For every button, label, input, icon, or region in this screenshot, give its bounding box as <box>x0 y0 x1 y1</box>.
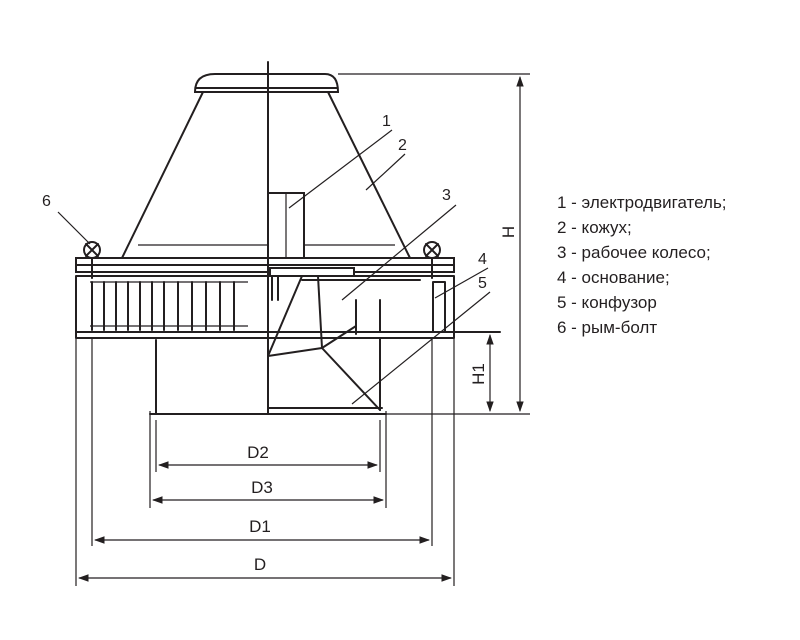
legend-item: 3 - рабочее колесо; <box>557 243 711 262</box>
callout-6: 6 <box>42 193 51 210</box>
callout-1: 1 <box>382 113 391 130</box>
dimension-d1: D1 <box>93 517 431 544</box>
legend-item: 1 - электродвигатель; <box>557 193 727 212</box>
dim-d-label: D <box>254 555 266 574</box>
dim-d1-label: D1 <box>249 517 271 536</box>
dimension-h: H <box>499 75 524 413</box>
legend-item: 6 - рым-болт <box>557 318 658 337</box>
callout-leaders <box>57 129 491 405</box>
lifting-bolt-left <box>83 241 101 279</box>
lifting-bolt-right <box>423 241 441 279</box>
dimension-d2: D2 <box>157 443 379 469</box>
confuser <box>149 299 501 420</box>
legend-item: 5 - конфузор <box>557 293 657 312</box>
dim-d3-label: D3 <box>251 478 273 497</box>
callout-5: 5 <box>478 275 487 292</box>
dimension-d: D <box>77 555 453 582</box>
callout-2: 2 <box>398 137 407 154</box>
legend-item: 4 - основание; <box>557 268 670 287</box>
impeller-hub <box>267 267 421 357</box>
dim-h1-label: H1 <box>469 363 488 385</box>
callout-4: 4 <box>478 251 487 268</box>
dim-d2-label: D2 <box>247 443 269 462</box>
legend: 1 - электродвигатель; 2 - кожух; 3 - раб… <box>557 190 727 340</box>
extension-lines <box>75 73 530 586</box>
top-plates <box>75 257 455 277</box>
impeller-blades <box>91 281 235 331</box>
callout-3: 3 <box>442 187 451 204</box>
motor <box>267 192 305 268</box>
dim-h-label: H <box>499 226 518 238</box>
dimension-d3: D3 <box>151 478 385 504</box>
cover-hood <box>121 73 411 259</box>
dimension-h1: H1 <box>469 333 494 413</box>
legend-item: 2 - кожух; <box>557 218 632 237</box>
base-frame <box>75 275 455 339</box>
